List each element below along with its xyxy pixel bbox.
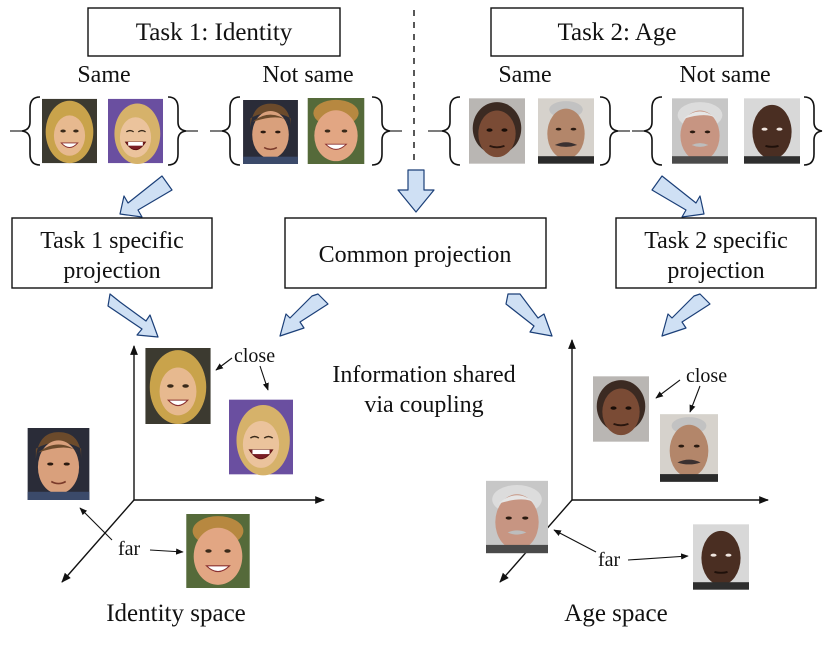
age-close-arrow-a xyxy=(655,379,681,399)
task2-title: Task 2: Age xyxy=(557,19,676,46)
arrow-pairs-to-task1-projection xyxy=(119,175,173,218)
task1-title-box: Task 1: Identity xyxy=(87,7,341,57)
identity-face-brown-man xyxy=(26,428,91,500)
task2-not-same-pair xyxy=(632,96,823,166)
age-face-gray-haired-man xyxy=(486,480,548,554)
age-far-label: far xyxy=(598,549,621,571)
arrow-pairs-to-task2-projection xyxy=(651,175,705,218)
age-close-label: close xyxy=(686,365,727,387)
common-projection-box: Common projection xyxy=(284,217,547,289)
age-face-elderly-mustached-man xyxy=(660,414,718,482)
task1-same-pair xyxy=(10,96,198,166)
age-far-arrow-b xyxy=(627,553,689,561)
face-elderly-woman xyxy=(469,98,525,164)
task2-same-pair xyxy=(428,96,630,166)
task2-not-same-label: Not same xyxy=(679,62,770,88)
task1-projection-box: Task 1 specific projection xyxy=(11,217,213,289)
face-gray-haired-man xyxy=(672,98,728,164)
common-projection-label: Common projection xyxy=(319,242,512,268)
task2-same-label: Same xyxy=(498,62,551,88)
arrow-common-to-identity-space xyxy=(279,293,329,337)
face-blonde-woman xyxy=(42,98,97,164)
identity-face-ginger-man xyxy=(186,514,250,588)
identity-far-label: far xyxy=(118,538,141,560)
identity-space-axes xyxy=(61,345,325,583)
task1-title: Task 1: Identity xyxy=(136,19,293,46)
task1-projection-line2: projection xyxy=(63,258,160,284)
identity-face-blonde-laughing xyxy=(229,398,293,476)
arrow-task1-projection-to-identity-space xyxy=(107,293,159,338)
age-face-bald-man xyxy=(693,523,749,591)
arrow-common-to-age-space xyxy=(505,293,553,337)
arrow-task2-projection-to-age-space xyxy=(661,293,711,337)
age-space-title: Age space xyxy=(564,600,667,627)
identity-close-arrow-b xyxy=(259,365,269,391)
face-brown-haired-man xyxy=(243,100,298,164)
coupling-text-line2: via coupling xyxy=(364,392,483,418)
age-far-arrow-a xyxy=(553,529,597,553)
task1-same-label: Same xyxy=(77,62,130,88)
task2-projection-box: Task 2 specific projection xyxy=(615,217,817,289)
arrow-to-common-projection xyxy=(397,169,435,213)
identity-close-arrow-a xyxy=(215,357,233,371)
identity-close-label: close xyxy=(234,345,275,367)
identity-far-arrow-a xyxy=(79,507,113,541)
task2-projection-line1: Task 2 specific xyxy=(644,228,788,254)
identity-face-blonde-woman xyxy=(145,348,211,424)
task1-not-same-pair xyxy=(210,96,402,166)
identity-space-title: Identity space xyxy=(106,600,246,627)
coupling-text-line1: Information shared xyxy=(332,362,515,388)
face-blonde-woman-laughing xyxy=(108,98,163,165)
face-bald-man xyxy=(744,98,800,164)
age-face-elderly-woman xyxy=(593,375,649,443)
age-close-arrow-b xyxy=(689,385,701,413)
task1-projection-line1: Task 1 specific xyxy=(40,228,184,254)
face-elderly-mustached-man xyxy=(538,98,594,164)
task2-title-box: Task 2: Age xyxy=(490,7,744,57)
face-ginger-man xyxy=(307,98,365,164)
identity-far-arrow-b xyxy=(149,548,184,555)
task1-not-same-label: Not same xyxy=(262,62,353,88)
task2-projection-line2: projection xyxy=(667,258,764,284)
